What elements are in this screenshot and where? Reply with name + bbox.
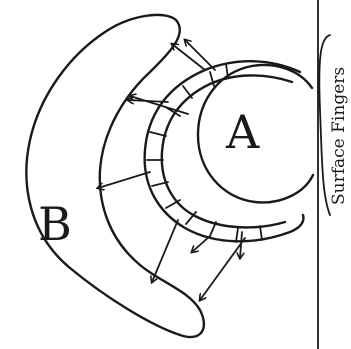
band-outer-arc	[145, 61, 304, 241]
region-b-label: B	[38, 197, 72, 251]
region-b-outline	[26, 15, 204, 337]
region-a-label: A	[225, 105, 260, 159]
side-text: Surface Fingers	[329, 67, 349, 205]
